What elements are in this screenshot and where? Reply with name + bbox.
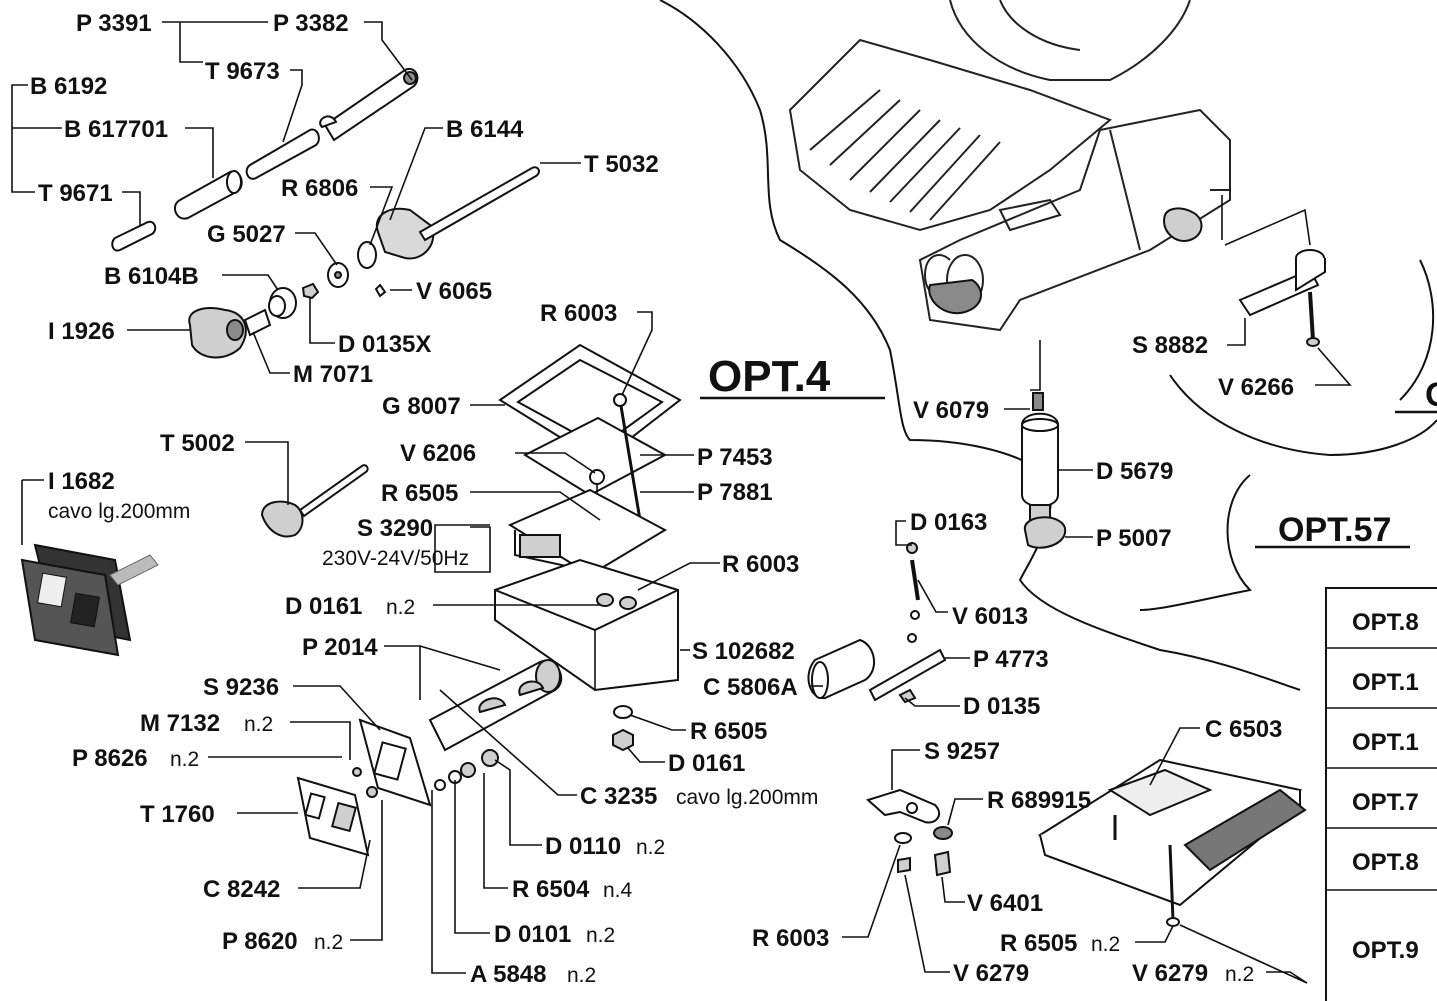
opt57-cloud-outline — [1139, 474, 1253, 611]
label-p3391: P 3391 — [76, 10, 152, 37]
t5002-knob-part — [260, 464, 369, 538]
label-v6401: V 6401 — [967, 890, 1043, 917]
label-r6504: R 6504 — [512, 876, 590, 903]
label-t5002: T 5002 — [160, 430, 235, 457]
label-r6806: R 6806 — [281, 175, 358, 202]
slicer-machine-illustration — [788, 0, 1231, 332]
label-v6279-b: V 6279 — [1132, 960, 1208, 987]
label-t1760: T 1760 — [140, 801, 215, 828]
note-d0110-qty: n.2 — [636, 836, 665, 859]
i1682-switch-part — [20, 543, 159, 657]
label-t9673: T 9673 — [205, 58, 280, 85]
note-d0161-qty: n.2 — [386, 596, 415, 619]
note-a5848-qty: n.2 — [567, 964, 596, 987]
shaft-assembly-parts — [111, 67, 540, 359]
label-r6505-a: R 6505 — [381, 480, 458, 507]
label-r6003-bot: R 6003 — [752, 925, 829, 952]
label-s8882: S 8882 — [1132, 332, 1208, 359]
label-c8242: C 8242 — [203, 876, 280, 903]
label-b6192: B 6192 — [30, 73, 107, 100]
label-d0135: D 0135 — [963, 693, 1040, 720]
foot-assembly — [1021, 392, 1067, 549]
tray-assembly — [1037, 758, 1307, 927]
note-i1682-cable: cavo lg.200mm — [48, 500, 190, 523]
label-d0101: D 0101 — [494, 921, 571, 948]
label-t5032: T 5032 — [584, 151, 659, 178]
label-m7071: M 7071 — [293, 361, 373, 388]
option-table-cell: OPT.8 — [1352, 849, 1419, 876]
right-cloud-outline-2 — [1399, 259, 1435, 401]
label-c6503: C 6503 — [1205, 716, 1282, 743]
label-s102682: S 102682 — [692, 638, 795, 665]
bracket-assembly — [866, 788, 953, 877]
label-i1926: I 1926 — [48, 318, 115, 345]
label-d0161-b: D 0161 — [668, 750, 745, 777]
label-r6505-c: R 6505 — [1000, 930, 1077, 957]
label-p4773: P 4773 — [973, 646, 1049, 673]
note-m7132-qty: n.2 — [244, 713, 273, 736]
label-p3382: P 3382 — [273, 10, 349, 37]
option-table-cell: OPT.8 — [1352, 609, 1419, 636]
switch-bracket-assembly — [807, 542, 947, 704]
label-d0135x: D 0135X — [338, 331, 431, 358]
label-c3235: C 3235 — [580, 783, 657, 810]
label-p7453: P 7453 — [697, 444, 773, 471]
opt57-title: OPT.57 — [1278, 511, 1391, 549]
label-s9257: S 9257 — [924, 738, 1000, 765]
option-table-cell: OPT.9 — [1352, 937, 1419, 964]
note-r6504-qty: n.4 — [603, 879, 633, 902]
leader-lines — [11, 21, 1352, 984]
label-t9671: T 9671 — [38, 180, 113, 207]
note-p8626-qty: n.2 — [170, 748, 199, 771]
note-v6279-qty: n.2 — [1225, 963, 1254, 986]
note-transformer-voltage: 230V-24V/50Hz — [322, 547, 469, 570]
label-r689915: R 689915 — [987, 787, 1091, 814]
partial-option-title: O — [1425, 376, 1437, 414]
label-d5679: D 5679 — [1096, 458, 1173, 485]
label-b6144: B 6144 — [446, 116, 524, 143]
transformer-box-assembly — [296, 343, 682, 857]
label-r6003-mid: R 6003 — [722, 551, 799, 578]
label-d0161-a: D 0161 — [285, 593, 362, 620]
label-a5848: A 5848 — [470, 961, 547, 988]
label-r6003-top: R 6003 — [540, 300, 617, 327]
opt4-title: OPT.4 — [708, 352, 831, 401]
label-g5027: G 5027 — [207, 221, 286, 248]
label-p8626: P 8626 — [72, 745, 148, 772]
label-g8007: G 8007 — [382, 393, 461, 420]
label-v6266: V 6266 — [1218, 374, 1294, 401]
label-v6013: V 6013 — [952, 603, 1028, 630]
note-d0101-qty: n.2 — [586, 924, 615, 947]
label-b6104b: B 6104B — [104, 263, 199, 290]
option-table-cell: OPT.7 — [1352, 789, 1419, 816]
label-p2014: P 2014 — [302, 634, 378, 661]
label-b617701: B 617701 — [64, 116, 168, 143]
label-d0163: D 0163 — [910, 509, 987, 536]
label-v6279-a: V 6279 — [953, 960, 1029, 987]
label-p8620: P 8620 — [222, 928, 298, 955]
label-v6079: V 6079 — [913, 397, 989, 424]
label-c5806a: C 5806A — [703, 674, 798, 701]
label-r6505-b: R 6505 — [690, 718, 767, 745]
label-p5007: P 5007 — [1096, 525, 1172, 552]
opt4-cloud-outline — [659, 0, 1301, 691]
label-d0110: D 0110 — [545, 833, 621, 860]
lever-assembly — [1238, 249, 1326, 347]
label-p7881: P 7881 — [697, 479, 773, 506]
note-p8620-qty: n.2 — [314, 931, 343, 954]
note-c3235-cable: cavo lg.200mm — [676, 786, 818, 809]
option-table-cell: OPT.1 — [1352, 669, 1419, 696]
note-r6505-qty: n.2 — [1091, 933, 1120, 956]
label-i1682: I 1682 — [48, 468, 115, 495]
right-cloud-outline — [1169, 374, 1437, 457]
label-m7132: M 7132 — [140, 710, 220, 737]
option-table-cell: OPT.1 — [1352, 729, 1419, 756]
label-v6065: V 6065 — [416, 278, 492, 305]
label-s3290: S 3290 — [357, 515, 433, 542]
part-labels: P 3391 P 3382 T 9673 B 6192 B 617701 T 9… — [21, 10, 1294, 988]
label-v6206: V 6206 — [400, 440, 476, 467]
label-s9236: S 9236 — [203, 674, 279, 701]
option-table: OPT.8 OPT.1 OPT.1 OPT.7 OPT.8 OPT.9 — [1325, 587, 1437, 1001]
